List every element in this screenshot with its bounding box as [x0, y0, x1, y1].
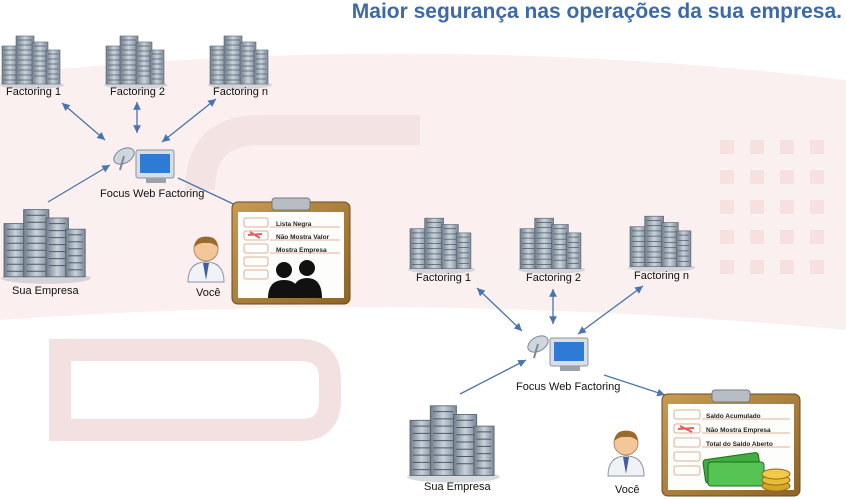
watermark-dot	[810, 230, 824, 244]
watermark-dot	[780, 140, 794, 154]
d2-factoring1-building-icon	[407, 217, 476, 274]
watermark-dot	[750, 200, 764, 214]
watermark-dot	[750, 260, 764, 274]
diagram2-arrows	[459, 285, 666, 397]
watermark-dot	[720, 200, 734, 214]
watermark-dot	[780, 230, 794, 244]
d1-person-icon	[187, 236, 225, 283]
d2-clipboard-row-3: Total do Saldo Aberto	[706, 441, 773, 448]
d2-hub-computer-icon	[527, 335, 589, 371]
d2-clipboard	[661, 389, 801, 497]
watermark-dot	[720, 170, 734, 184]
d1-clipboard-row-1: Lista Negra	[276, 221, 312, 228]
d2-clipboard-row-1: Saldo Acumulado	[706, 413, 761, 420]
d1-clipboard	[231, 197, 351, 305]
d1-factoring1-building-icon	[0, 35, 64, 89]
d1-company-building-icon	[1, 209, 91, 284]
d1-factoringn-label: Factoring n	[213, 86, 269, 98]
d1-clipboard-row-2: Não Mostra Valor	[276, 234, 330, 241]
watermark-dot	[750, 170, 764, 184]
d2-factoring1-label: Factoring 1	[416, 272, 472, 284]
d1-hub-computer-icon	[113, 147, 175, 183]
watermark-dot	[750, 230, 764, 244]
d2-factoring2-label: Factoring 2	[526, 272, 582, 284]
d2-clipboard-row-2: Não Mostra Empresa	[706, 427, 771, 434]
d2-person-icon	[607, 430, 645, 477]
diagram1-arrows	[47, 98, 245, 210]
watermark-dot	[780, 200, 794, 214]
arrow-d1-clipboard	[177, 177, 245, 210]
watermark-dot	[810, 200, 824, 214]
watermark-dot	[810, 170, 824, 184]
d2-company-label: Sua Empresa	[424, 481, 491, 493]
d1-hub-label: Focus Web Factoring	[100, 188, 205, 200]
arrow-d1-company	[47, 164, 111, 203]
watermark-dot	[720, 140, 734, 154]
arrow-d2-company	[459, 359, 527, 395]
watermark-dot	[750, 140, 764, 154]
d2-factoringn-label: Factoring n	[634, 270, 690, 282]
money-icon	[702, 452, 791, 492]
d1-factoringn-building-icon	[208, 35, 272, 89]
d2-company-building-icon	[407, 405, 500, 483]
d2-factoring2-building-icon	[517, 217, 586, 274]
watermark-dot	[720, 230, 734, 244]
watermark-dot	[810, 140, 824, 154]
arrow-d1-factoringn	[161, 98, 217, 143]
d2-user-label: Você	[615, 484, 640, 496]
silhouettes-icon	[268, 260, 322, 298]
watermark-dot	[720, 260, 734, 274]
watermark-dot	[780, 260, 794, 274]
watermark-dot	[810, 260, 824, 274]
arrow-d2-factoring1	[476, 287, 523, 332]
arrow-d1-factoring1	[61, 102, 106, 141]
watermark-dot	[780, 170, 794, 184]
arrow-d2-clipboard	[603, 374, 666, 397]
buildings-layer	[0, 35, 696, 483]
d1-user-label: Você	[196, 287, 221, 299]
d1-factoring1-label: Factoring 1	[6, 86, 62, 98]
d2-factoringn-building-icon	[627, 215, 696, 272]
watermark-dots	[720, 140, 824, 274]
page-title: Maior segurança nas operações da sua emp…	[351, 0, 842, 23]
d1-company-label: Sua Empresa	[12, 285, 79, 297]
d1-factoring2-building-icon	[104, 35, 168, 89]
d1-factoring2-label: Factoring 2	[110, 86, 166, 98]
d1-clipboard-row-3: Mostra Empresa	[276, 247, 327, 254]
d2-hub-label: Focus Web Factoring	[516, 381, 621, 393]
arrow-d2-factoringn	[577, 285, 644, 335]
